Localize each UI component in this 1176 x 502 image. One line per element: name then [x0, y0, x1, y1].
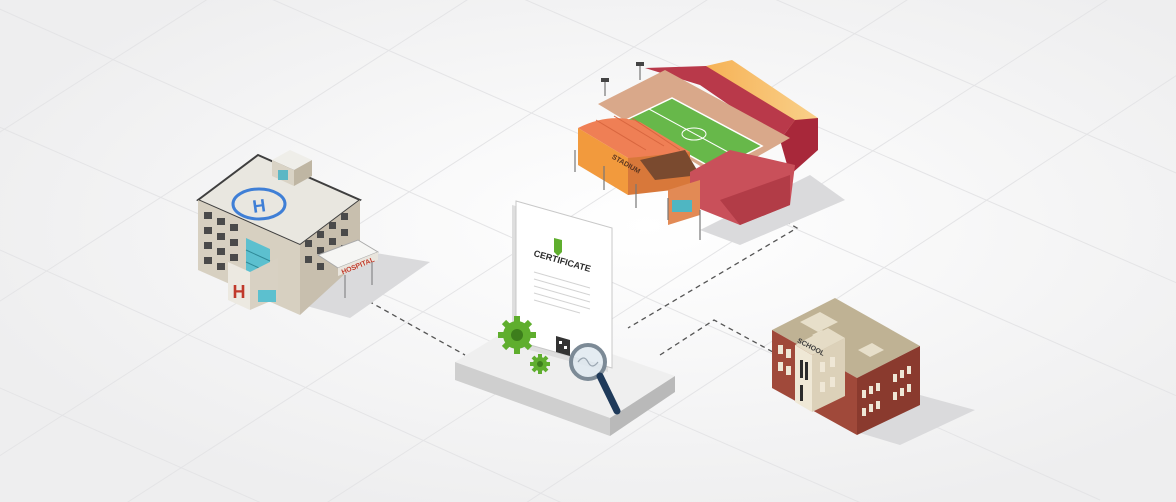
school-connector: [659, 319, 774, 356]
school-building-icon: SCHOOL: [772, 298, 975, 445]
qr-code-icon: [556, 336, 570, 356]
stadium-building-icon: STADIUM: [574, 60, 845, 245]
gear-icon: [498, 316, 550, 374]
hospital-letter: H: [233, 282, 246, 302]
helipad-letter: H: [251, 195, 267, 217]
helipad: [231, 187, 287, 221]
certificate-icon: CERTIFICATE: [455, 200, 675, 436]
hospital-building-icon: H H HOSPITAL: [196, 150, 430, 318]
magnifier-icon: [569, 343, 621, 415]
floodlights: [574, 66, 701, 240]
